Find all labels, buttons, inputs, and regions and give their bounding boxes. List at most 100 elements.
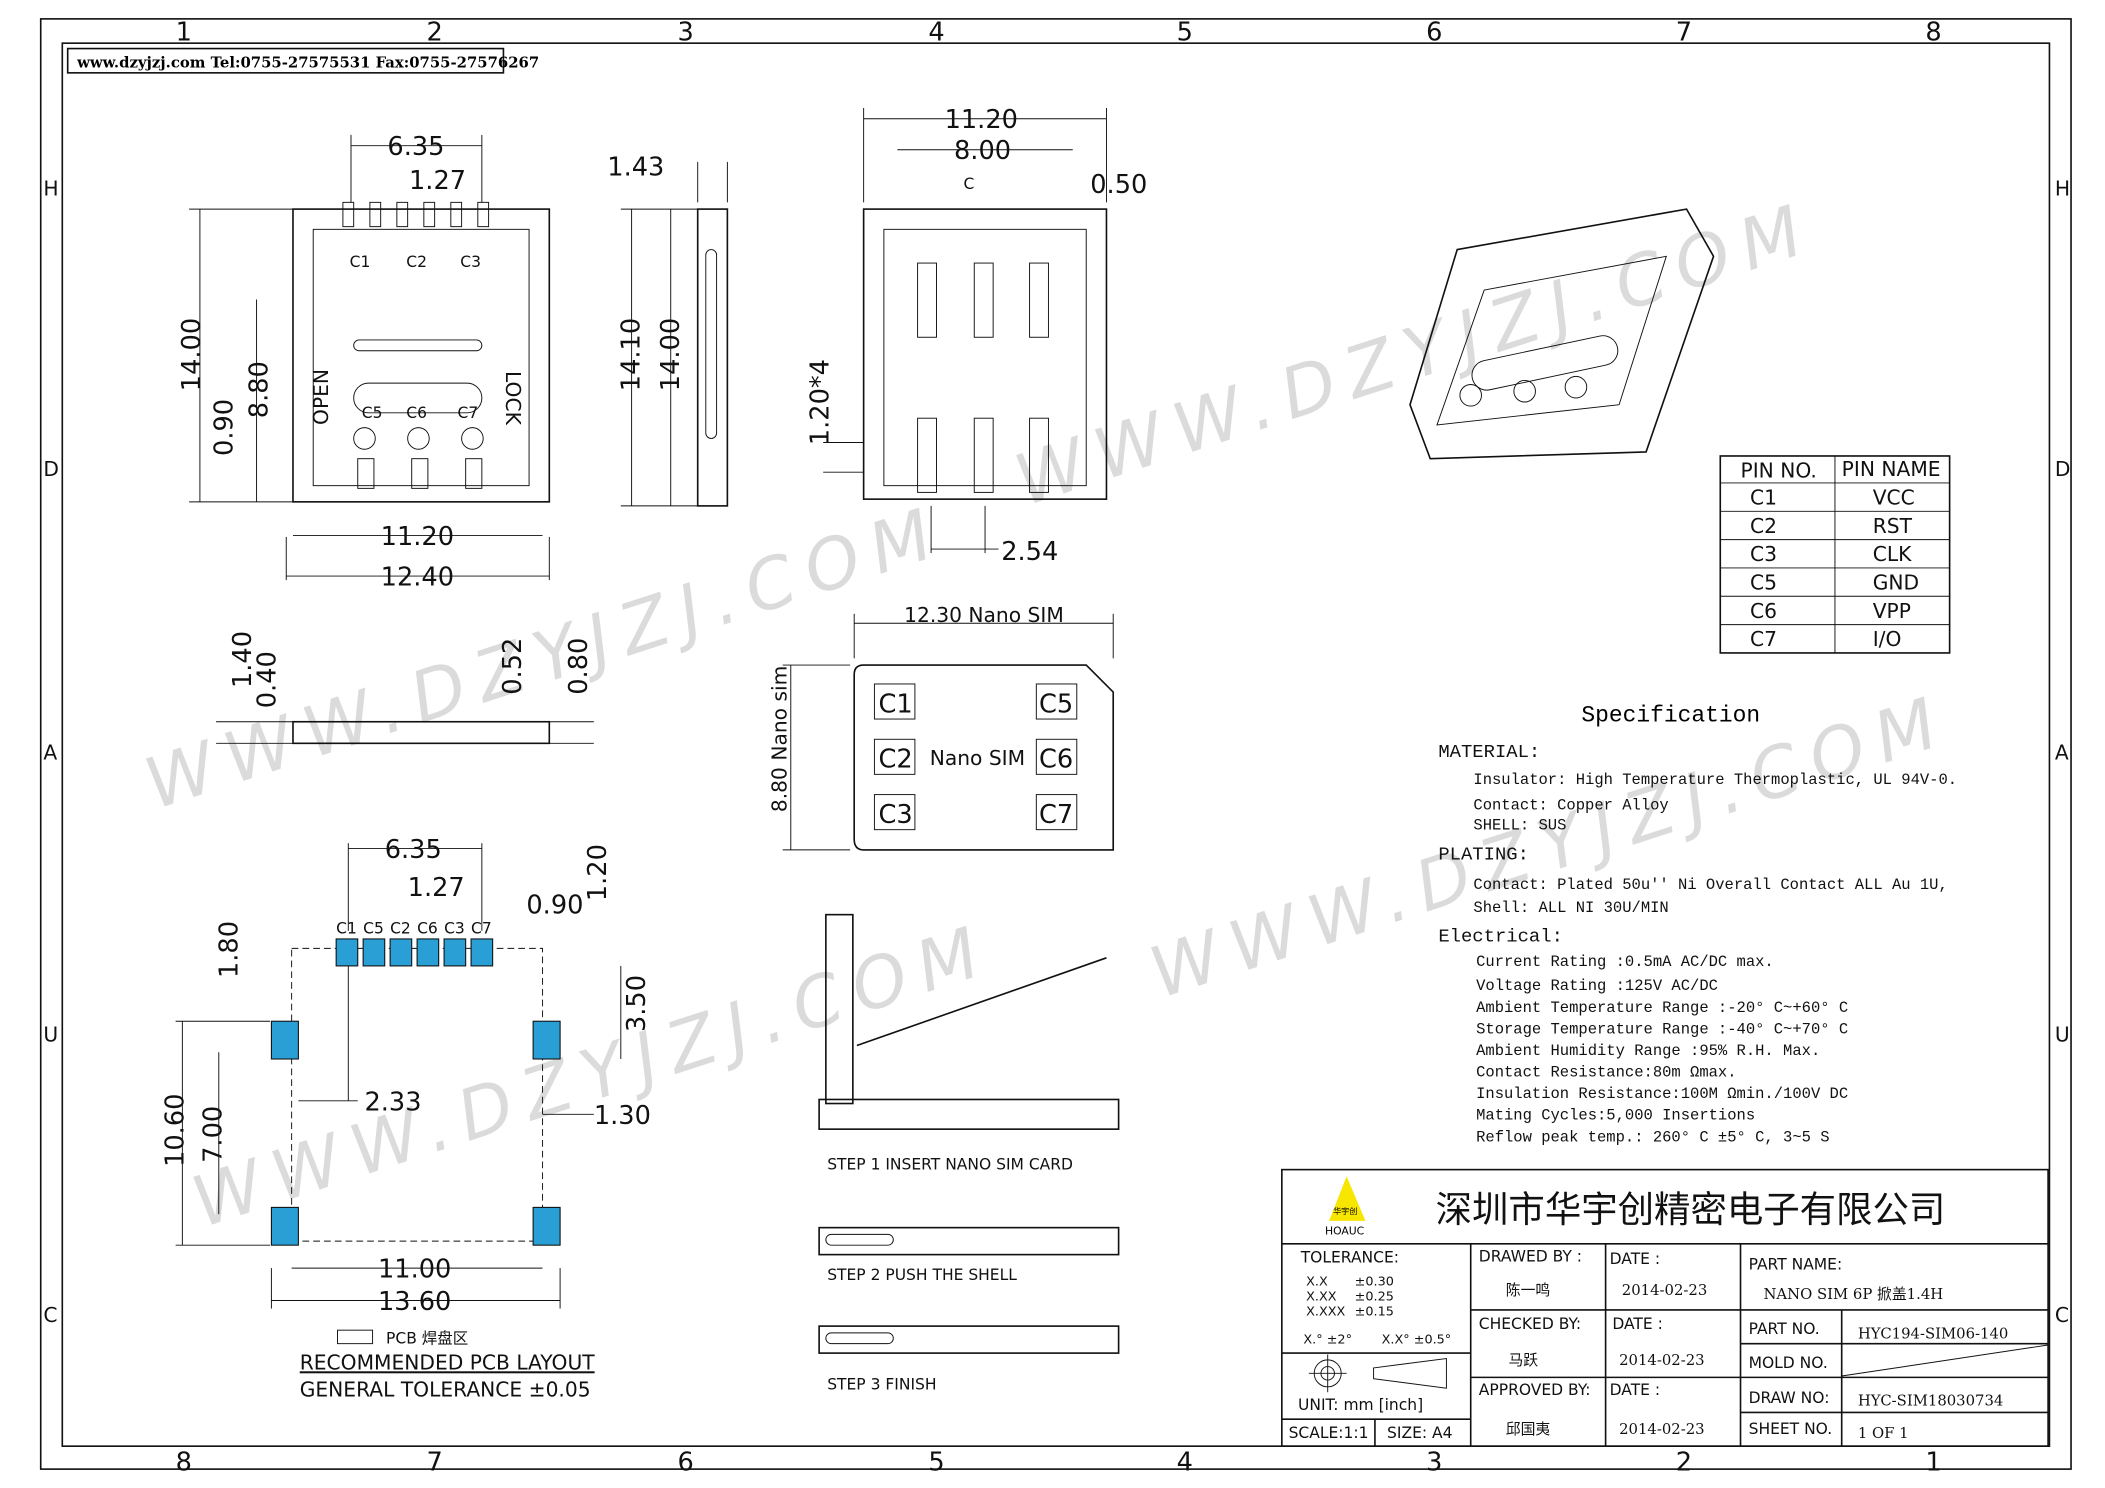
- side-view: 1.43 14.10 14.00: [607, 152, 729, 507]
- spec-line: Voltage Rating :125V AC/DC: [1476, 977, 1718, 995]
- header-strip-box: [66, 47, 505, 74]
- thin-side-view: 1.40 0.40 0.52 0.80: [216, 631, 594, 745]
- spec-title: Specification: [1581, 703, 1760, 729]
- table-cell: C1: [1750, 486, 1777, 510]
- table-cell: VCC: [1873, 486, 1915, 510]
- zone-row: A: [2055, 741, 2069, 765]
- checked-by-label: CHECKED BY:: [1479, 1315, 1581, 1333]
- step-label: STEP 2 PUSH THE SHELL: [827, 1266, 1017, 1284]
- pcb-layout-title: RECOMMENDED PCB LAYOUT: [300, 1350, 596, 1374]
- spec-line: Contact: Plated 50u'' Ni Overall Contact…: [1473, 876, 1947, 894]
- spec-heading: Electrical:: [1438, 926, 1563, 948]
- pin-label: C6: [1039, 745, 1073, 775]
- pin-label: C2: [878, 745, 912, 775]
- dim-label: 6.35: [387, 132, 444, 162]
- table-header: PIN NO.: [1741, 459, 1817, 483]
- zone-row: D: [2055, 457, 2071, 481]
- step-label: STEP 3 FINISH: [827, 1376, 936, 1394]
- pin-label: C7: [458, 404, 479, 422]
- spec-line: Shell: ALL NI 30U/MIN: [1473, 899, 1668, 917]
- zone-col: 6: [1426, 17, 1442, 47]
- pad-label: C3: [444, 920, 465, 938]
- spec-line: Insulation Resistance:100M Ωmin./100V DC: [1476, 1085, 1848, 1103]
- step-label: STEP 1 INSERT NANO SIM CARD: [827, 1156, 1073, 1174]
- date-value: 2014-02-23: [1622, 1282, 1708, 1299]
- unit-label: UNIT: mm [inch]: [1298, 1396, 1423, 1414]
- tolerance-key: X.XXX: [1306, 1304, 1345, 1319]
- tolerance-value: ±0.25: [1355, 1289, 1394, 1304]
- open-label: OPEN: [309, 369, 333, 425]
- zone-col: 7: [1676, 17, 1692, 47]
- dim-label: 10.60: [161, 1094, 191, 1167]
- spec-heading: PLATING:: [1438, 843, 1529, 865]
- zone-col: 3: [1426, 1447, 1442, 1477]
- dim-label: 1.20: [583, 844, 613, 901]
- dim-label: 7.00: [198, 1106, 228, 1163]
- table-cell: C5: [1750, 571, 1777, 595]
- company-logo: [1329, 1176, 1366, 1221]
- zone-row: C: [2055, 1303, 2069, 1327]
- spec-line: Ambient Temperature Range :-20° C~+60° C: [1476, 999, 1848, 1017]
- table-cell: C7: [1750, 627, 1777, 651]
- tolerance-value: ±0.30: [1355, 1275, 1394, 1290]
- border-zone-labels: 1 2 3 4 5 6 7 8 8 7 6 5 4 3 2 1 H D A U …: [43, 17, 2070, 1477]
- table-cell: C3: [1750, 542, 1777, 566]
- watermark: WWW.DZYJZJ.COM: [183, 908, 1002, 1244]
- date-value: 2014-02-23: [1619, 1352, 1705, 1369]
- sheet-no: 1 OF 1: [1858, 1425, 1909, 1442]
- inner-border: [61, 42, 2051, 1447]
- angle-tolerance: X.X° ±0.5°: [1382, 1333, 1452, 1348]
- isometric-view: [1409, 208, 1715, 460]
- drawed-by-label: DRAWED BY :: [1479, 1247, 1582, 1265]
- zone-col: 5: [1177, 17, 1193, 47]
- company-name: 深圳市华宇创精密电子有限公司: [1436, 1188, 1946, 1231]
- spec-line: Reflow peak temp.: 260° C ±5° C, 3~5 S: [1476, 1128, 1829, 1146]
- spec-heading: MATERIAL:: [1438, 741, 1540, 763]
- pin-label: C3: [878, 800, 912, 830]
- pcb-legend-swatch: [337, 1329, 374, 1345]
- dim-label: 0.40: [252, 651, 282, 708]
- pin-label: C7: [1039, 800, 1073, 830]
- tolerance-key: X.X: [1306, 1275, 1328, 1290]
- zone-row: H: [43, 177, 58, 201]
- assembly-steps: STEP 1 INSERT NANO SIM CARD STEP 2 PUSH …: [818, 913, 1120, 1394]
- zone-col: 7: [427, 1447, 443, 1477]
- zone-col: 1: [176, 17, 192, 47]
- zone-col: 2: [1676, 1447, 1692, 1477]
- specification: Specification MATERIAL: Insulator: High …: [1438, 703, 1957, 1147]
- zone-row: H: [2055, 177, 2070, 201]
- size-label: SIZE: A4: [1387, 1424, 1452, 1442]
- pcb-legend: PCB 焊盘区: [386, 1329, 468, 1348]
- zone-col: 8: [1925, 17, 1941, 47]
- pin-label: C1: [350, 253, 371, 271]
- nano-sim-label: Nano SIM: [930, 746, 1025, 770]
- pin-label: C3: [460, 253, 481, 271]
- spec-line: Ambient Humidity Range :95% R.H. Max.: [1476, 1042, 1820, 1060]
- zone-row: U: [2055, 1022, 2070, 1046]
- spec-line: Contact: Copper Alloy: [1473, 796, 1668, 814]
- dim-label: 11.00: [378, 1255, 451, 1285]
- spec-line: Storage Temperature Range :-40° C~+70° C: [1476, 1020, 1848, 1038]
- dim-label: 14.00: [656, 318, 686, 391]
- dim-label: 0.90: [209, 399, 239, 456]
- pcb-layout: 6.35 1.27 0.90 1.20 1.80 3.50 2.33 1.30 …: [161, 835, 652, 1401]
- zone-col: 6: [677, 1447, 693, 1477]
- dim-label: 1.30: [594, 1101, 651, 1131]
- dim-label: 0.52: [498, 638, 528, 695]
- dim-label: 1.20*4: [806, 359, 836, 445]
- dim-label: 1.40: [228, 631, 258, 688]
- nano-sim-card: 12.30 Nano SIM 8.80 Nano sim Nano SIM C1…: [768, 603, 1115, 851]
- zone-col: 5: [928, 1447, 944, 1477]
- tolerance-value: ±0.15: [1355, 1304, 1394, 1319]
- table-cell: CLK: [1873, 542, 1912, 566]
- zone-col: 4: [1177, 1447, 1193, 1477]
- dim-label: 11.20: [945, 105, 1018, 135]
- tolerance-key: X.XX: [1306, 1289, 1337, 1304]
- table-header: PIN NAME: [1842, 457, 1941, 481]
- dim-label: 8.80: [244, 361, 274, 418]
- part-name-label: PART NAME:: [1749, 1255, 1843, 1273]
- part-name: NANO SIM 6P 掀盖1.4H: [1763, 1286, 1943, 1303]
- drawed-by: 陈一鸣: [1506, 1281, 1551, 1299]
- projection-symbol-icon: [1308, 1354, 1447, 1393]
